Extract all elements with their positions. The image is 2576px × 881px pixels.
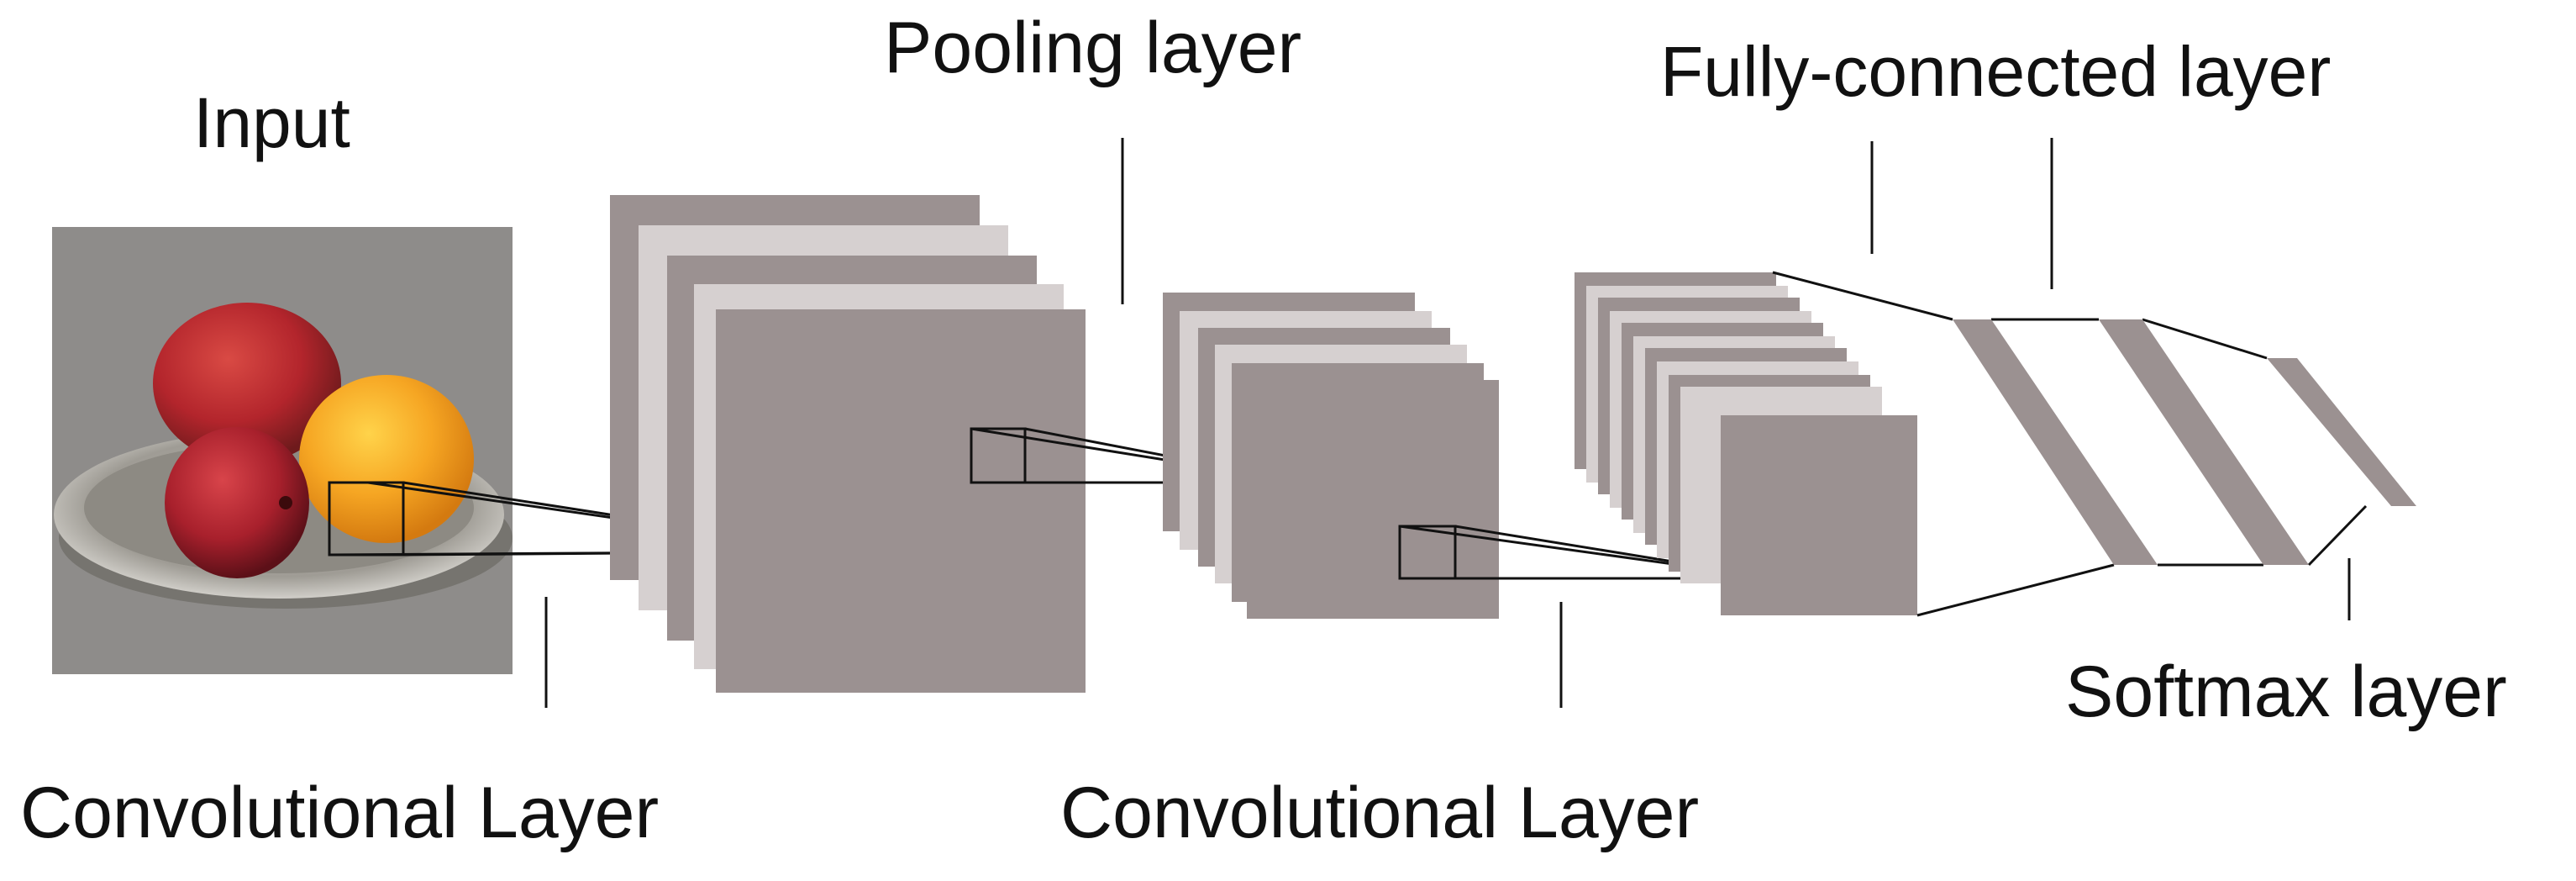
orange-icon xyxy=(299,375,474,543)
conv1-label: Convolutional Layer xyxy=(20,773,659,853)
softmax-label: Softmax layer xyxy=(2065,652,2507,732)
input-label: Input xyxy=(193,83,350,162)
fc-layers xyxy=(1953,319,2416,565)
softmax-layer xyxy=(2267,358,2416,506)
pooling-label: Pooling layer xyxy=(884,8,1301,88)
input-image xyxy=(52,227,513,674)
conv2-feature-maps xyxy=(1575,272,1917,615)
conv1-map-5 xyxy=(716,309,1086,693)
mango-icon xyxy=(153,303,341,464)
pool-map-6 xyxy=(1247,380,1499,619)
fc-layer-2 xyxy=(2099,319,2309,565)
fully-connected-label: Fully-connected layer xyxy=(1660,32,2331,111)
conv2-label: Convolutional Layer xyxy=(1060,773,1699,853)
pooling-feature-maps xyxy=(1163,293,1499,619)
fc-connections xyxy=(1772,271,2368,617)
label-pointers xyxy=(544,138,2351,708)
pomegranate-crown-icon xyxy=(279,496,292,509)
pomegranate-icon xyxy=(165,427,309,578)
conv1-feature-maps xyxy=(610,195,1086,693)
conv2-map-11 xyxy=(1721,415,1917,615)
fc-layer-1 xyxy=(1953,319,2158,565)
